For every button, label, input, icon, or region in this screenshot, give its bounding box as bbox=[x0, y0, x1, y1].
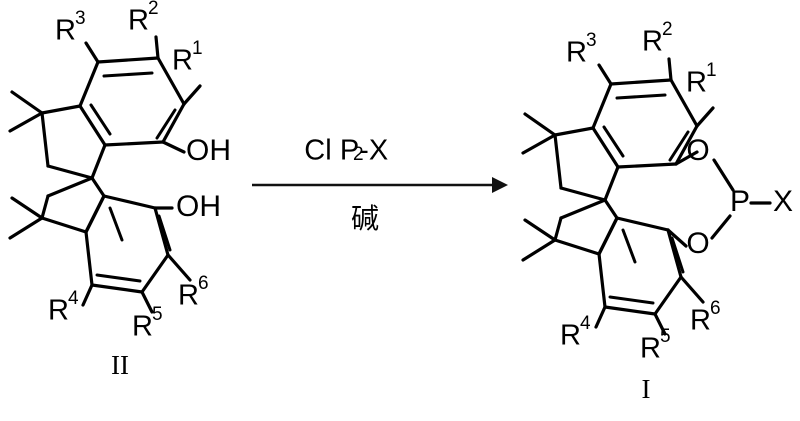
r6-base: R bbox=[178, 280, 199, 312]
reactant-structure: OH OH R 3 R 2 R 1 R 4 R 5 bbox=[8, 0, 231, 380]
reactant-substituent-label-r2: R 2 bbox=[128, 0, 159, 37]
product-substituent-label-r3: R 3 bbox=[566, 30, 597, 69]
product-upper-cyclopentane-ring bbox=[553, 126, 620, 202]
reagent-formula-prefix: Cl bbox=[304, 135, 331, 167]
product-upper-benzene-ring bbox=[591, 78, 699, 169]
product-lower-gem-dimethyl bbox=[521, 218, 557, 262]
product-oxygen-label-upper: O bbox=[686, 134, 709, 167]
product-substituent-label-r4: R 4 bbox=[560, 313, 591, 352]
reactant-upper-benzene-ring bbox=[78, 56, 186, 147]
r4-base: R bbox=[48, 295, 69, 327]
product-r1-superscript: 1 bbox=[706, 60, 717, 81]
reactant-lower-substituent-bonds bbox=[81, 253, 192, 314]
product-lower-benzene-ring bbox=[597, 216, 685, 316]
r3-superscript: 3 bbox=[75, 8, 86, 29]
r6-superscript: 6 bbox=[198, 273, 209, 294]
product-substituent-label-r2: R 2 bbox=[642, 19, 673, 58]
reactant-lower-cyclopentane-ring bbox=[40, 176, 106, 234]
r3-base: R bbox=[55, 15, 76, 47]
product-compound-id: I bbox=[642, 374, 651, 404]
product-r6-base: R bbox=[690, 305, 711, 337]
product-lower-cyclopentane-ring bbox=[553, 198, 619, 256]
reactant-lower-gem-dimethyl bbox=[8, 196, 44, 240]
r1-base: R bbox=[172, 45, 193, 77]
r5-superscript: 5 bbox=[152, 304, 163, 325]
product-lower-substituent-bonds bbox=[594, 275, 705, 336]
product-r4-superscript: 4 bbox=[580, 313, 591, 334]
r2-base: R bbox=[128, 5, 149, 37]
product-r6-superscript: 6 bbox=[710, 298, 721, 319]
reactant-substituent-label-r3: R 3 bbox=[55, 8, 86, 47]
product-substituent-label-r1: R 1 bbox=[686, 60, 717, 99]
reactant-upper-cyclopentane-ring bbox=[40, 104, 107, 180]
product-r3-base: R bbox=[566, 37, 587, 69]
product-r2-base: R bbox=[642, 26, 663, 58]
product-r1-base: R bbox=[686, 67, 707, 99]
reactant-substituent-label-r6: R 6 bbox=[178, 273, 209, 312]
product-substituent-label-r5: R 5 bbox=[640, 326, 671, 365]
product-phosphite-ring-bonds bbox=[666, 150, 735, 248]
reaction-arrow-head bbox=[492, 177, 508, 193]
reactant-compound-id: II bbox=[111, 350, 129, 380]
product-r3-superscript: 3 bbox=[586, 30, 597, 51]
reactant-lower-benzene-ring bbox=[84, 194, 172, 294]
product-oxygen-label-lower: O bbox=[686, 227, 709, 260]
reaction-arrow-group: Cl 2 P-X 碱 bbox=[252, 135, 508, 235]
reactant-hydroxyl-label-upper: OH bbox=[186, 134, 231, 167]
product-r2-superscript: 2 bbox=[662, 19, 673, 40]
product-structure: O P X O R 3 R 2 R 1 R 4 R 5 bbox=[521, 19, 793, 404]
reagent-above-arrow: Cl 2 P-X bbox=[304, 135, 388, 167]
r4-superscript: 4 bbox=[68, 288, 79, 309]
product-phosphorus-label: P bbox=[730, 185, 750, 218]
reactant-upper-gem-dimethyl bbox=[8, 90, 44, 133]
reactant-substituent-label-r1: R 1 bbox=[172, 38, 203, 77]
reagent-formula-subscript: 2 bbox=[353, 144, 364, 165]
reactant-substituent-label-r4: R 4 bbox=[48, 288, 79, 327]
r2-superscript: 2 bbox=[148, 0, 159, 19]
r1-superscript: 1 bbox=[192, 38, 203, 59]
product-upper-substituent-bonds bbox=[597, 57, 715, 128]
product-x-substituent-label: X bbox=[773, 185, 793, 218]
product-r5-superscript: 5 bbox=[660, 326, 671, 347]
reagent-below-arrow: 碱 bbox=[351, 202, 379, 235]
product-substituent-label-r6: R 6 bbox=[690, 298, 721, 337]
reagent-formula-suffix: P-X bbox=[340, 135, 388, 167]
r5-base: R bbox=[132, 311, 153, 343]
product-r4-base: R bbox=[560, 320, 581, 352]
product-r5-base: R bbox=[640, 333, 661, 365]
product-upper-gem-dimethyl bbox=[521, 112, 557, 155]
reactant-upper-substituent-bonds bbox=[84, 35, 202, 106]
reactant-hydroxyl-bonds bbox=[153, 140, 186, 210]
reactant-hydroxyl-label-lower: OH bbox=[176, 190, 221, 223]
reactant-substituent-label-r5: R 5 bbox=[132, 304, 163, 343]
